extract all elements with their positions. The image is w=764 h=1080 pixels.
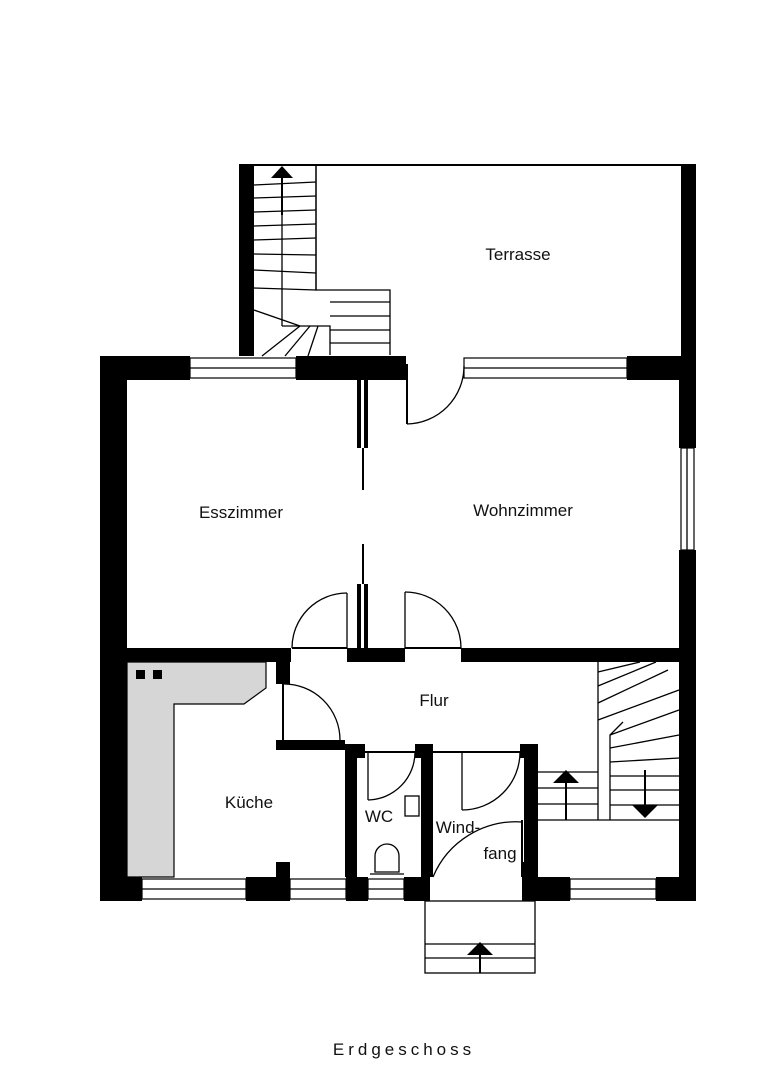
terrace-door <box>406 364 465 425</box>
entrance-step <box>424 900 536 974</box>
kitchen-door <box>282 683 341 741</box>
label-terrasse: Terrasse <box>485 245 550 264</box>
outer-walls <box>100 356 696 901</box>
label-wohnzimmer: Wohnzimmer <box>473 501 573 520</box>
windows <box>141 357 695 900</box>
label-flur: Flur <box>419 691 449 710</box>
wc-door <box>365 751 416 801</box>
label-kueche: Küche <box>225 793 273 812</box>
label-wc: WC <box>365 807 393 826</box>
floor-caption: Erdgeschoss <box>333 1040 475 1059</box>
label-windfang-line2: fang <box>483 844 516 863</box>
entrance-arrow-icon <box>467 942 493 955</box>
interior-walls <box>127 648 679 877</box>
stair-up-arrow-icon <box>553 770 579 783</box>
terrace-outline <box>239 164 696 356</box>
stair-down-arrow-icon <box>632 805 658 818</box>
hall-doors <box>291 591 462 649</box>
kitchen-counter <box>126 661 267 878</box>
sliding-door <box>357 380 368 648</box>
label-esszimmer: Esszimmer <box>199 503 283 522</box>
wc-fixtures <box>370 795 420 875</box>
windfang-inner-door <box>433 751 521 811</box>
stair-arrow-up-icon <box>271 166 293 178</box>
label-windfang-line1: Wind- <box>436 818 480 837</box>
terrace-staircase <box>253 165 391 357</box>
entrance-door <box>432 820 523 878</box>
hall-staircase <box>538 661 680 821</box>
